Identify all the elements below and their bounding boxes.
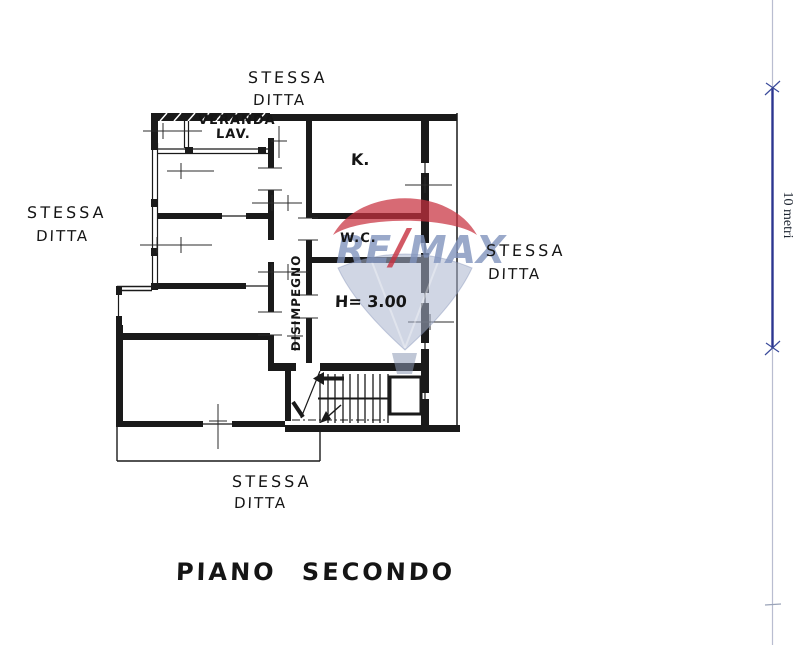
neighbor-label-right-line2: DITTA	[487, 265, 542, 283]
balloon-basket	[392, 353, 417, 374]
neighbor-label-left-line2: DITTA	[35, 227, 90, 245]
room-label-corridor: DISIMPEGNO	[289, 254, 303, 352]
scale-bar: 10 metri	[764, 0, 794, 645]
room-label-lav: LAV.	[215, 127, 252, 142]
watermark-brand-text: RE/MAX	[336, 219, 507, 275]
balloon-envelope	[337, 253, 473, 351]
balloon-red-crescent	[333, 198, 477, 235]
dimension-marks	[140, 123, 454, 449]
scale-label: 10 metri	[780, 191, 794, 238]
neighbor-label-top-line1: STESSA	[247, 68, 328, 87]
room-label-veranda: VERANDA	[197, 113, 277, 128]
stair-direction-arrow	[313, 372, 344, 423]
staircase	[292, 372, 423, 423]
neighbor-label-bottom-line1: STESSA	[231, 472, 312, 491]
remax-balloon-logo: RE/MAX	[333, 198, 507, 374]
neighbor-label-left-line1: STESSA	[26, 203, 107, 222]
page-title: PIANO SECONDO	[175, 558, 456, 586]
scale-tick-marks	[764, 80, 782, 606]
ceiling-height-note: H= 3.00	[334, 292, 408, 311]
balcony-outline	[116, 427, 321, 462]
neighbor-label-bottom-line2: DITTA	[233, 494, 288, 512]
room-label-kitchen: K.	[350, 150, 370, 169]
neighbor-label-top-line2: DITTA	[252, 91, 307, 109]
room-label-wc: W.C.	[339, 231, 377, 246]
neighbor-label-right-line1: STESSA	[485, 241, 566, 260]
